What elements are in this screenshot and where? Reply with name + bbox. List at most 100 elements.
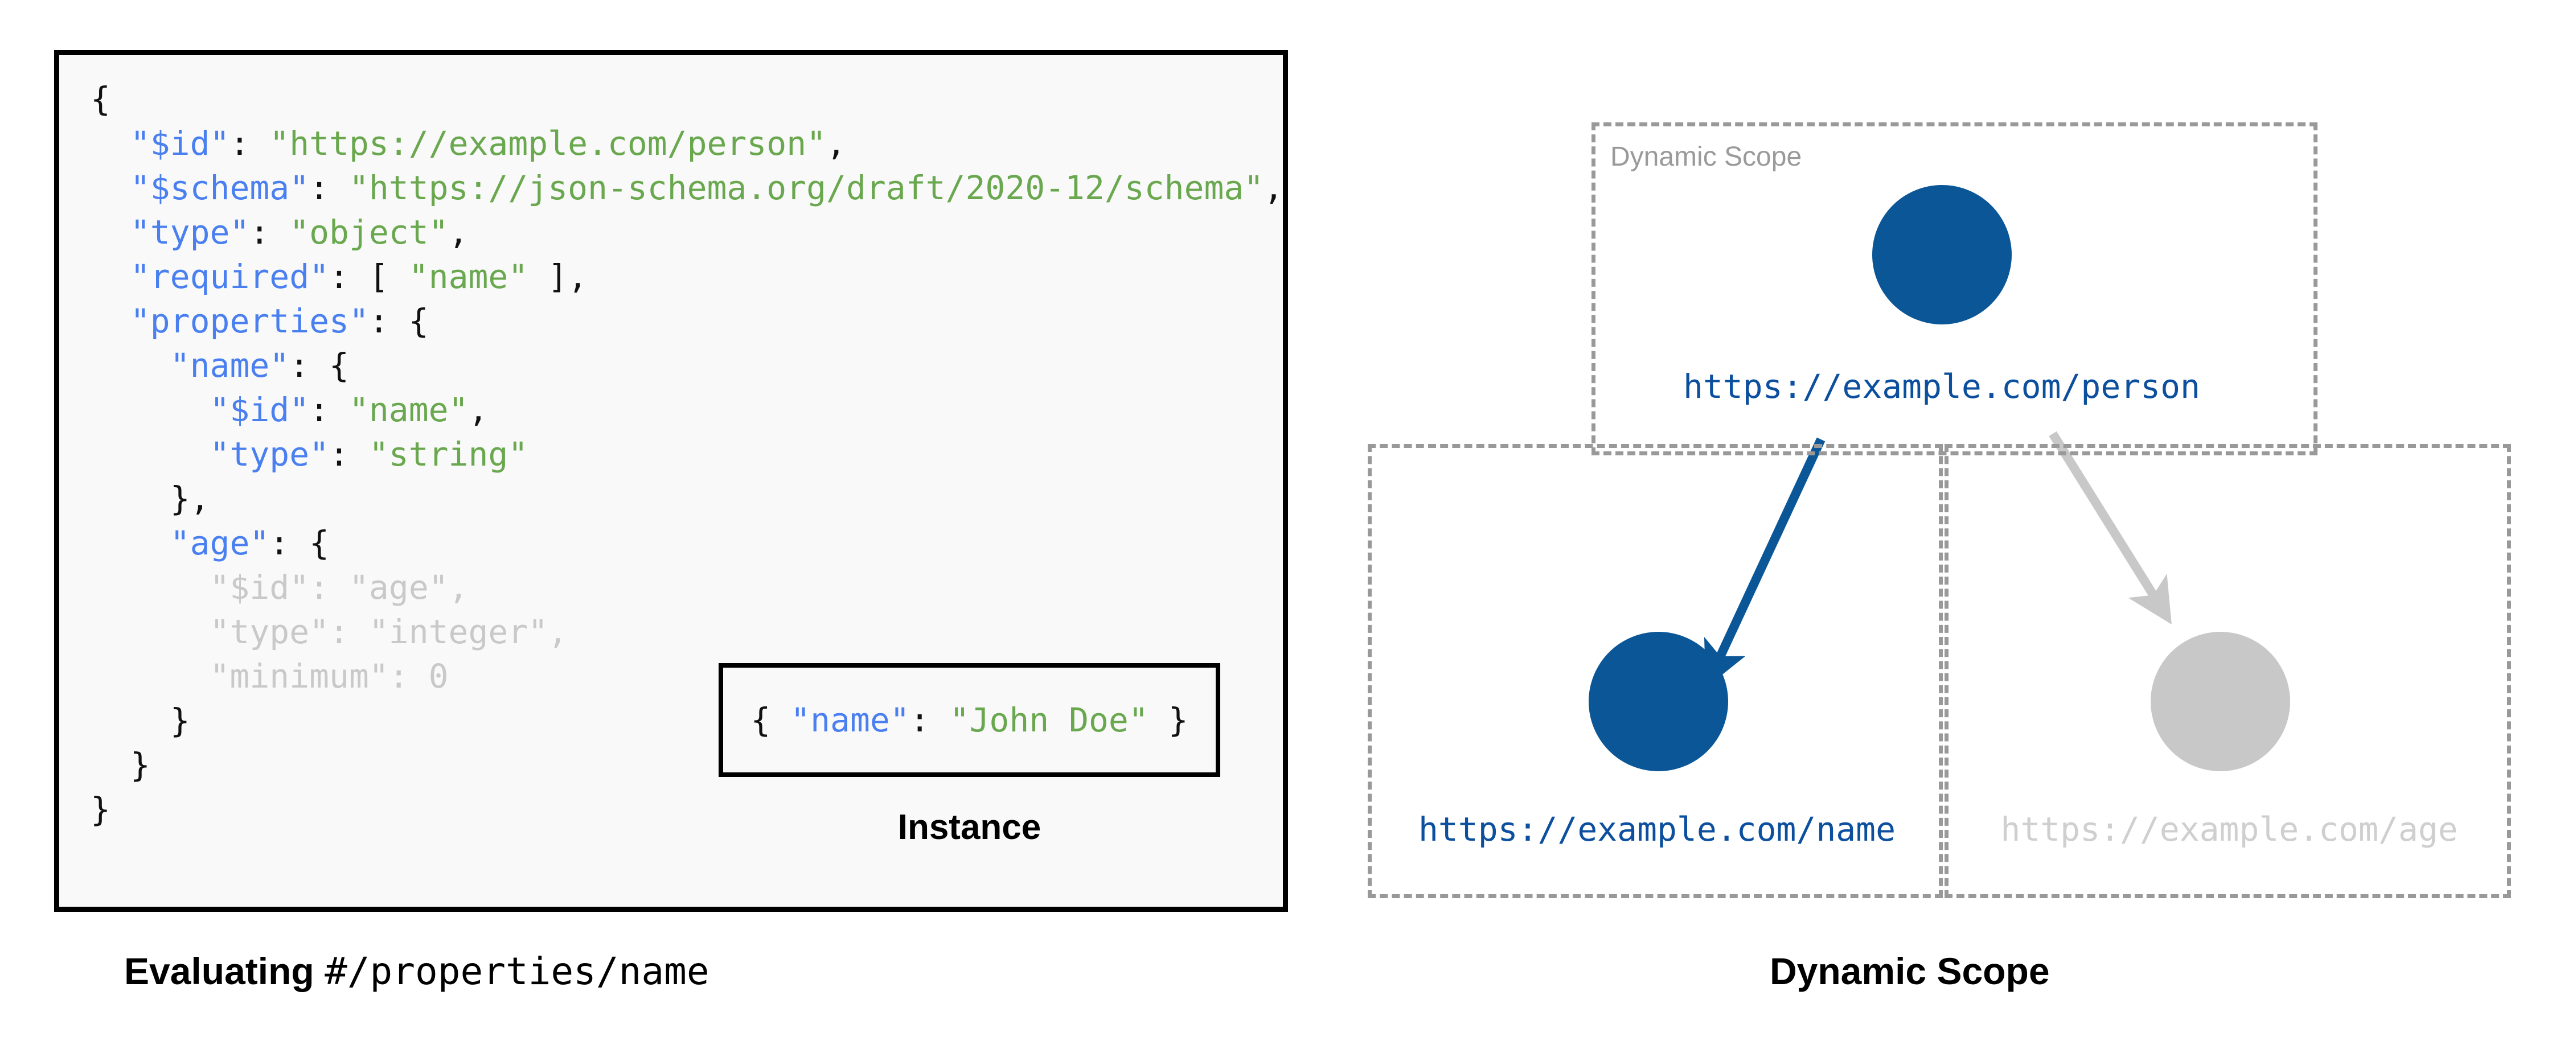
instance-code: { "name": "John Doe" } [750, 700, 1188, 740]
code-token: { [750, 701, 791, 739]
code-token: "age" [348, 568, 449, 607]
code-token: 0 [428, 657, 449, 696]
left-figure-caption: Evaluating #/properties/name [124, 949, 709, 993]
code-indent [91, 302, 130, 340]
code-token: , [548, 612, 568, 651]
code-indent [91, 657, 210, 696]
code-token: , [448, 568, 469, 607]
scope-arrows-svg [1704, 431, 2172, 688]
code-token: "$id" [210, 568, 310, 607]
code-indent [91, 701, 170, 740]
node-circle-person [1872, 185, 2012, 324]
code-token: : { [289, 346, 349, 385]
code-indent [91, 390, 210, 429]
node-label-person: https://example.com/person [1683, 367, 2200, 406]
code-token: "age" [170, 524, 270, 562]
right-figure-caption: Dynamic Scope [1770, 950, 2050, 992]
dynamic-scope-diagram: Dynamic Scope https://example.com/person… [1338, 80, 2534, 922]
code-token: } [91, 790, 110, 829]
dynamic-scope-frame-label: Dynamic Scope [1610, 142, 1802, 172]
code-indent [91, 435, 210, 474]
instance-box: { "name": "John Doe" } [719, 663, 1220, 777]
caption-evaluating-text: Evaluating [124, 950, 325, 992]
code-line: "type": "string" [91, 432, 1283, 476]
code-indent [91, 124, 130, 163]
code-token: } [170, 701, 190, 740]
code-token: , [1264, 168, 1284, 207]
code-line: "age": { [91, 521, 1283, 565]
code-token: : { [368, 302, 429, 340]
code-token: : { [269, 524, 330, 562]
code-indent [91, 746, 130, 784]
schema-code-block: { "$id": "https://example.com/person", "… [91, 77, 1283, 832]
code-indent [91, 168, 130, 207]
code-token: "name" [348, 390, 469, 429]
code-token: "$id" [210, 390, 310, 429]
dynamic-scope-frame-name [1368, 444, 1943, 898]
code-token: "John Doe" [949, 701, 1148, 739]
code-indent [91, 612, 210, 651]
schema-panel: { "$id": "https://example.com/person", "… [54, 50, 1288, 912]
code-line: "properties": { [91, 299, 1283, 343]
code-line: "$id": "name", [91, 388, 1283, 432]
code-token: : [329, 435, 369, 474]
code-token: "name" [408, 257, 528, 296]
code-token: { [91, 80, 110, 118]
node-label-name: https://example.com/name [1418, 810, 1896, 849]
code-line: } [91, 698, 1283, 743]
code-token: "object" [289, 213, 449, 252]
node-circle-age [2151, 632, 2290, 771]
dynamic-scope-frame-age [1945, 444, 2511, 898]
code-token: "type" [210, 435, 330, 474]
code-token: "string" [368, 435, 528, 474]
code-line: "type": "object", [91, 210, 1283, 254]
code-token: : [309, 390, 349, 429]
code-token: : [388, 657, 429, 696]
code-token: , [826, 124, 846, 163]
code-line: "name": { [91, 343, 1283, 388]
code-indent [91, 568, 210, 607]
code-token: : [909, 701, 950, 739]
code-indent [91, 524, 170, 562]
arrow-person-to-name [1704, 437, 1826, 688]
code-token: : [309, 168, 349, 207]
code-line: { [91, 77, 1283, 121]
code-line: "$id": "https://example.com/person", [91, 121, 1283, 166]
code-token: "name" [170, 346, 290, 385]
code-token: ], [528, 257, 588, 296]
code-token: : [229, 124, 270, 163]
code-token: "type" [130, 213, 250, 252]
code-token: "required" [130, 257, 330, 296]
code-token: "https://json-schema.org/draft/2020-12/s… [348, 168, 1264, 207]
code-token: "type" [210, 612, 330, 651]
caption-pointer-text: #/properties/name [325, 949, 709, 993]
code-indent [91, 479, 170, 518]
code-token: "properties" [130, 302, 369, 340]
code-indent [91, 257, 130, 296]
code-token: : [309, 568, 349, 607]
code-token: "https://example.com/person" [269, 124, 827, 163]
code-indent [91, 213, 130, 252]
code-token: "minimum" [210, 657, 389, 696]
code-token: "integer" [368, 612, 548, 651]
code-token: : [ [329, 257, 409, 296]
code-indent [91, 346, 170, 385]
code-token: : [249, 213, 290, 252]
code-line: "required": [ "name" ], [91, 254, 1283, 299]
code-token: , [468, 390, 489, 429]
code-line: "$id": "age", [91, 565, 1283, 610]
code-token: : [329, 612, 369, 651]
node-label-age: https://example.com/age [2000, 810, 2458, 849]
code-token: , [448, 213, 469, 252]
code-line: "$schema": "https://json-schema.org/draf… [91, 166, 1283, 210]
code-token: } [130, 746, 150, 784]
node-circle-name [1589, 632, 1728, 771]
code-token: "$id" [130, 124, 230, 163]
code-token: "$schema" [130, 168, 310, 207]
code-token: "name" [790, 701, 910, 739]
code-line: } [91, 743, 1283, 787]
code-token: } [1148, 701, 1188, 739]
dynamic-scope-frame-root [1591, 122, 2317, 455]
instance-caption: Instance [897, 808, 1041, 847]
code-line: "minimum": 0 [91, 654, 1283, 698]
